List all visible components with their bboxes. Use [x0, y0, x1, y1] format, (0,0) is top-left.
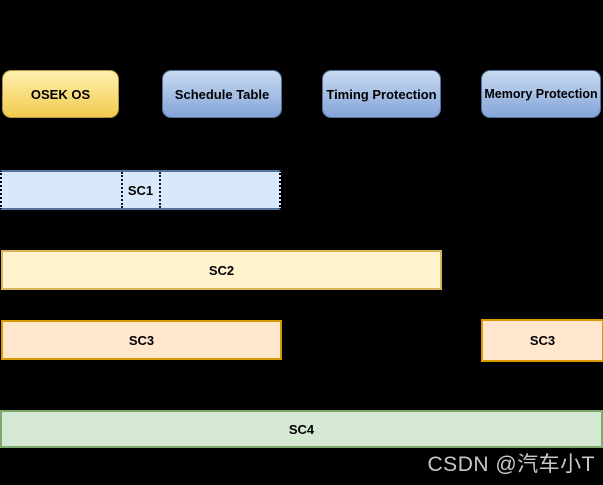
feature-box-timing-protection-label: Timing Protection — [326, 86, 437, 102]
feature-box-memory-protection-label: Memory Protection — [484, 87, 598, 101]
scalability-bar-sc3-left-label: SC3 — [128, 332, 155, 348]
scalability-bar-sc3-left: SC3 — [1, 320, 282, 360]
feature-box-timing-protection: Timing Protection — [322, 70, 441, 118]
feature-box-schedule-table: Schedule Table — [162, 70, 282, 118]
feature-box-schedule-table-label: Schedule Table — [174, 86, 270, 102]
feature-box-osek-os-label: OSEK OS — [30, 86, 91, 102]
scalability-bar-sc1-label: SC1 — [127, 182, 154, 198]
scalability-bar-sc1: SC1 — [0, 170, 281, 210]
feature-box-osek-os: OSEK OS — [2, 70, 119, 118]
sc1-label-cell: SC1 — [120, 172, 161, 208]
scalability-bar-sc3-right: SC3 — [481, 319, 603, 362]
scalability-bar-sc3-right-label: SC3 — [529, 333, 556, 348]
scalability-bar-sc2-label: SC2 — [208, 262, 235, 278]
feature-box-memory-protection: Memory Protection — [481, 70, 601, 118]
scalability-bar-sc2: SC2 — [1, 250, 442, 290]
csdn-watermark: CSDN @汽车小T — [427, 453, 595, 476]
scalability-bar-sc4-label: SC4 — [288, 421, 315, 437]
scalability-bar-sc4: SC4 — [0, 410, 603, 448]
